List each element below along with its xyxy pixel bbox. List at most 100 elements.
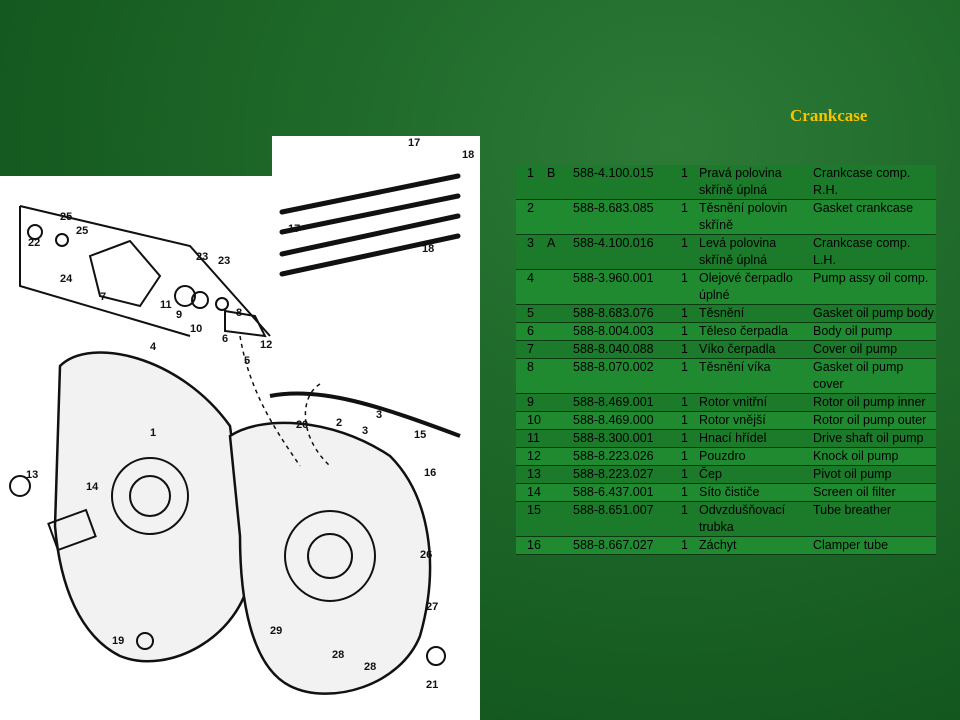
diagram-label: 4 <box>150 341 157 353</box>
diagram-drawing: 17 18 17 18 25 25 22 24 7 23 23 11 9 10 … <box>0 136 480 720</box>
cell-name-en: Crankcase comp. L.H. <box>809 234 936 270</box>
cell-name-cz: Těsnění víka <box>697 358 809 394</box>
cell-variant <box>545 501 571 537</box>
cell-name-en: Gasket oil pump body <box>809 304 936 323</box>
cell-variant <box>545 411 571 430</box>
cell-name-en: Rotor oil pump inner <box>809 393 936 412</box>
cell-name-cz: Víko čerpadla <box>697 340 809 359</box>
cell-name-cz: Síto čističe <box>697 483 809 502</box>
cell-qty: 1 <box>679 269 697 305</box>
cell-no: 9 <box>516 393 545 412</box>
cell-qty: 1 <box>679 304 697 323</box>
cell-code: 588-6.437.001 <box>571 483 679 502</box>
diagram-label: 12 <box>260 339 272 351</box>
diagram-label: 7 <box>100 291 106 303</box>
cell-code: 588-8.683.076 <box>571 304 679 323</box>
cell-qty: 1 <box>679 411 697 430</box>
diagram-label: 13 <box>26 469 38 481</box>
cell-qty: 1 <box>679 501 697 537</box>
diagram-label: 5 <box>244 355 250 367</box>
cell-qty: 1 <box>679 340 697 359</box>
diagram-label: 19 <box>112 635 124 647</box>
diagram-label: 3 <box>376 409 382 421</box>
cell-name-en: Gasket crankcase <box>809 199 936 235</box>
cell-variant <box>545 447 571 466</box>
cell-name-cz: Těsnění <box>697 304 809 323</box>
cell-name-cz: Levá polovina skříně úplná <box>697 234 809 270</box>
cell-qty: 1 <box>679 536 697 555</box>
diagram-label: 9 <box>176 309 182 321</box>
cell-name-en: Pump assy oil comp. <box>809 269 936 305</box>
diagram-label: 24 <box>60 273 73 285</box>
cell-code: 588-8.223.026 <box>571 447 679 466</box>
cell-name-cz: Záchyt <box>697 536 809 555</box>
cell-name-en: Rotor oil pump outer <box>809 411 936 430</box>
diagram-label: 20 <box>296 419 308 431</box>
cell-name-cz: Rotor vnitřní <box>697 393 809 412</box>
cell-qty: 1 <box>679 447 697 466</box>
cell-name-cz: Hnací hřídel <box>697 429 809 448</box>
cell-qty: 1 <box>679 429 697 448</box>
cell-no: 4 <box>516 269 545 305</box>
diagram-label: 22 <box>28 237 40 249</box>
cell-qty: 1 <box>679 165 697 200</box>
cell-code: 588-8.300.001 <box>571 429 679 448</box>
diagram-label: 6 <box>222 333 228 345</box>
cell-no: 12 <box>516 447 545 466</box>
oil-pump-group <box>19 205 271 338</box>
cell-code: 588-8.683.085 <box>571 199 679 235</box>
cell-no: 13 <box>516 465 545 484</box>
cell-variant <box>545 393 571 412</box>
cell-name-en: Cover oil pump <box>809 340 936 359</box>
diagram-label: 28 <box>364 661 376 673</box>
cell-name-cz: Olejové čerpadlo úplné <box>697 269 809 305</box>
cell-name-cz: Těleso čerpadla <box>697 322 809 341</box>
diagram-label: 23 <box>218 255 230 267</box>
cell-no: 11 <box>516 429 545 448</box>
cell-name-cz: Odvzdušňovací trubka <box>697 501 809 537</box>
page-title: Crankcase <box>790 106 868 125</box>
cell-name-en: Screen oil filter <box>809 483 936 502</box>
cell-code: 588-3.960.001 <box>571 269 679 305</box>
cell-no: 15 <box>516 501 545 537</box>
cell-no: 7 <box>516 340 545 359</box>
cell-code: 588-8.667.027 <box>571 536 679 555</box>
cell-variant <box>545 199 571 235</box>
cell-name-en: Gasket oil pump cover <box>809 358 936 394</box>
diagram-label: 14 <box>86 481 99 493</box>
cell-variant <box>545 340 571 359</box>
cell-no: 10 <box>516 411 545 430</box>
diagram-labels: 17 18 17 18 25 25 22 24 7 23 23 11 9 10 … <box>26 137 474 691</box>
cell-qty: 1 <box>679 393 697 412</box>
cell-code: 588-8.070.002 <box>571 358 679 394</box>
cell-variant <box>545 429 571 448</box>
diagram-label: 2 <box>336 417 342 429</box>
cell-variant: A <box>545 234 571 270</box>
cell-code: 588-8.469.000 <box>571 411 679 430</box>
cell-variant <box>545 536 571 555</box>
cell-qty: 1 <box>679 322 697 341</box>
cell-name-cz: Čep <box>697 465 809 484</box>
diagram-label: 18 <box>462 149 474 161</box>
cell-name-cz: Pravá polovina skříně úplná <box>697 165 809 200</box>
diagram-label: 3 <box>362 425 368 437</box>
cell-name-cz: Těsnění polovin skříně <box>697 199 809 235</box>
cell-no: 5 <box>516 304 545 323</box>
diagram-label: 17 <box>408 137 420 149</box>
cell-name-en: Drive shaft oil pump <box>809 429 936 448</box>
diagram-label: 8 <box>236 307 242 319</box>
cell-variant: B <box>545 165 571 200</box>
diagram-label: 29 <box>270 625 282 637</box>
cell-name-en: Knock oil pump <box>809 447 936 466</box>
cell-qty: 1 <box>679 465 697 484</box>
